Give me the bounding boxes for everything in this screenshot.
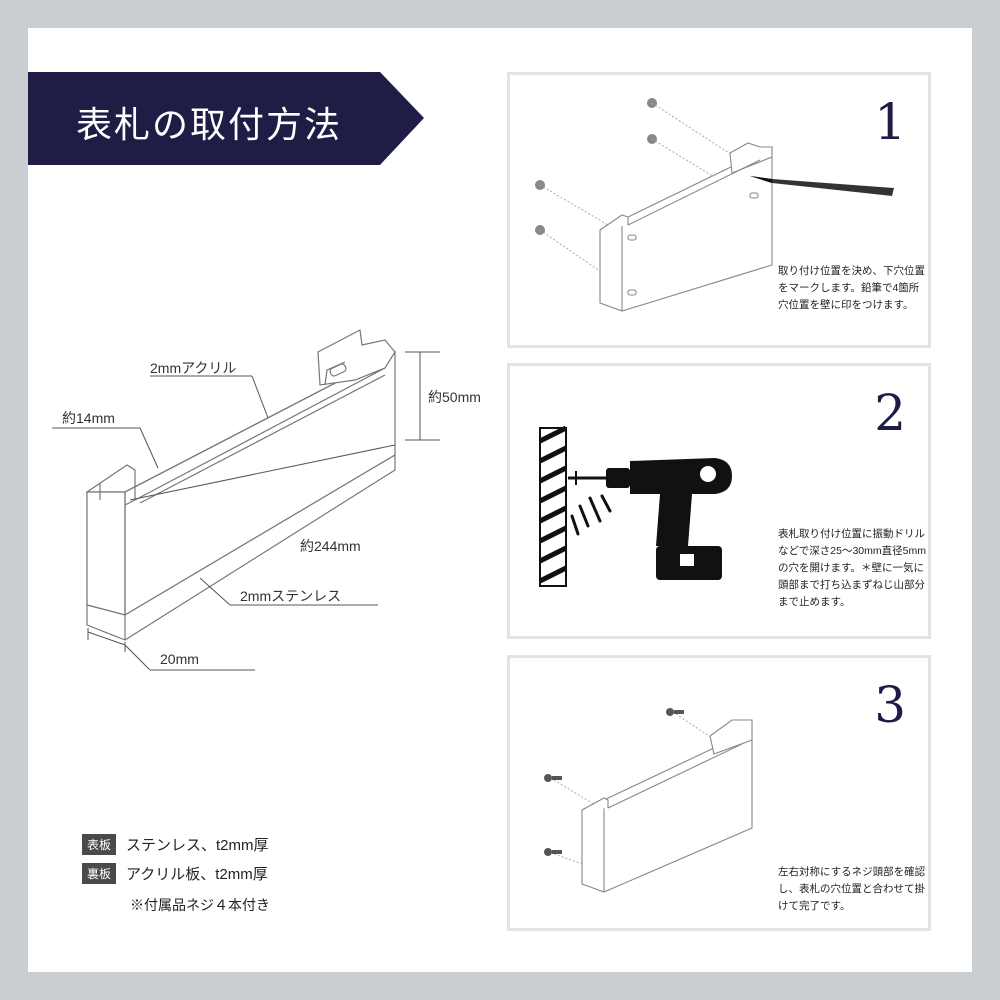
step-number: 1	[874, 93, 906, 151]
spec-tag: 裏板	[82, 863, 117, 884]
step1-illustration	[535, 98, 894, 312]
dim-depth-top: 約14mm	[62, 410, 115, 426]
step2-illustration	[538, 425, 732, 587]
dim-acrylic: 2mmアクリル	[150, 360, 237, 376]
page-title: 表札の取付方法	[76, 105, 343, 146]
step-number: 3	[874, 676, 906, 734]
step-panel-2: 2 表札取り付け位置に振動ドリルなどで深さ25〜30mm直径5mmの穴を開けます…	[507, 363, 931, 639]
spec-back-plate: 裏板アクリル板、t2mm厚	[82, 863, 268, 884]
step-panel-1: 1 取り付け位置を決め、下穴位置をマークします。鉛筆で4箇所穴位置を壁に印をつけ…	[507, 72, 931, 348]
spec-text: ステンレス、t2mm厚	[126, 837, 269, 854]
title-banner: 表札の取付方法	[28, 72, 424, 165]
step-instruction: 表札取り付け位置に振動ドリルなどで深さ25〜30mm直径5mmの穴を開けます。＊…	[778, 528, 926, 608]
step3-illustration	[544, 708, 753, 893]
step-number: 2	[874, 384, 906, 442]
dim-height: 約50mm	[428, 389, 481, 405]
spec-text: アクリル板、t2mm厚	[126, 866, 268, 883]
accessory-note: ※付属品ネジ４本付き	[130, 897, 270, 913]
step-instruction: 取り付け位置を決め、下穴位置をマークします。鉛筆で4箇所穴位置を壁に印をつけます…	[778, 265, 925, 311]
dim-length: 約244mm	[300, 538, 361, 554]
dim-stainless: 2mmステンレス	[240, 588, 342, 604]
banner-shape	[28, 72, 424, 165]
spec-front-plate: 表板ステンレス、t2mm厚	[82, 834, 269, 855]
step-panel-3: 3 左右対称にするネジ頭部を確認し、表札の穴位置と合わせて掛けて完了です。	[507, 655, 931, 931]
step-instruction: 左右対称にするネジ頭部を確認し、表札の穴位置と合わせて掛けて完了です。	[778, 866, 926, 912]
dim-depth-bottom: 20mm	[160, 651, 199, 667]
spec-tag: 表板	[82, 834, 117, 855]
